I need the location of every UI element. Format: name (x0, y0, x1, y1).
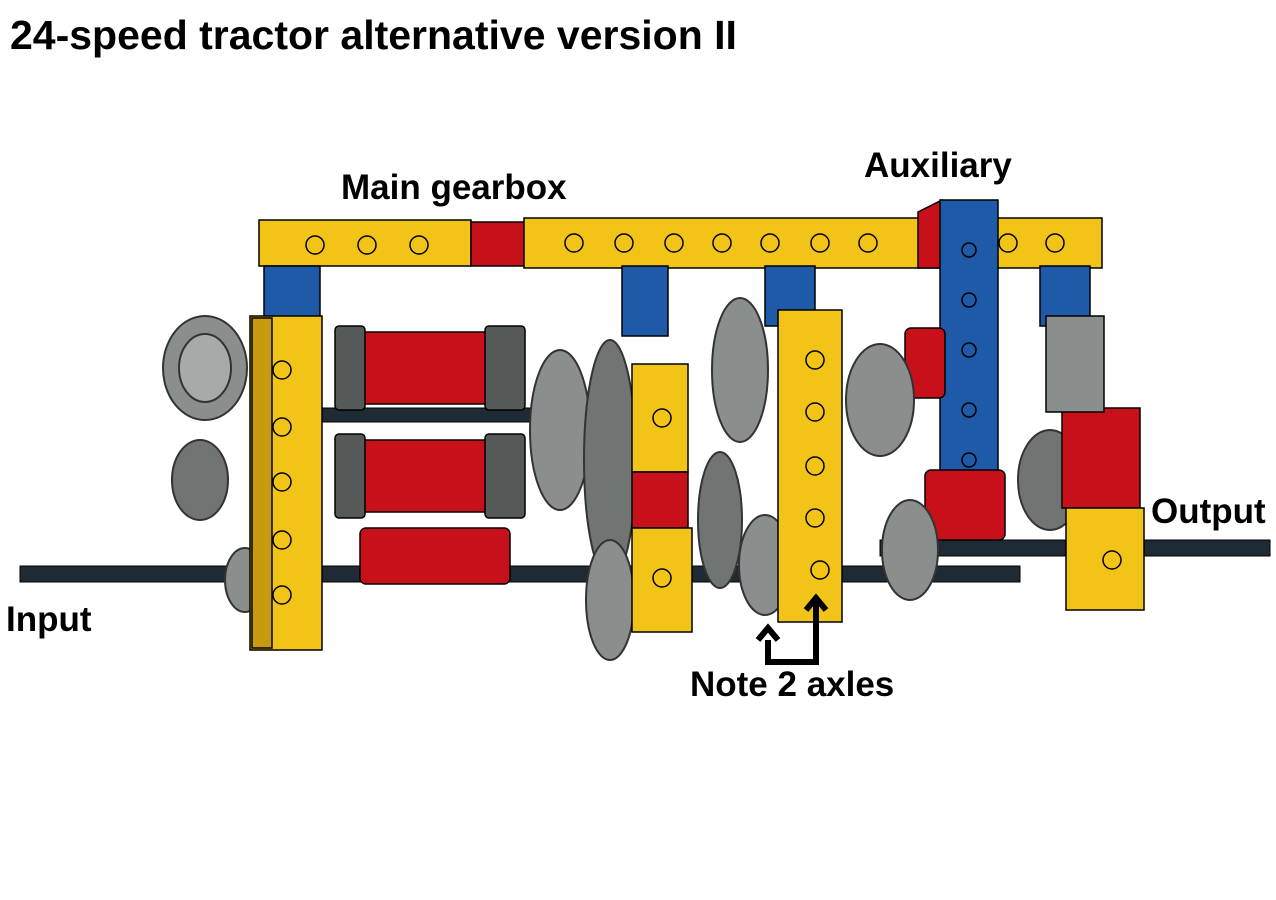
top-frame (258, 217, 1103, 269)
page-title: 24-speed tractor alternative version II (10, 12, 737, 58)
main-gearbox-label: Main gearbox (341, 168, 567, 207)
input-label: Input (6, 600, 92, 639)
note-label: Note 2 axles (690, 665, 895, 704)
yellow-vertical-beams (249, 309, 1145, 651)
auxiliary-label: Auxiliary (864, 146, 1012, 185)
middle-gears (529, 297, 1083, 661)
input-axle (19, 565, 1021, 583)
output-label: Output (1151, 492, 1266, 531)
note-arrows (755, 593, 829, 665)
arrow-left (765, 600, 819, 665)
red-connector-top (470, 221, 526, 267)
beam-holes (305, 233, 1065, 255)
clutch-units (334, 325, 1006, 585)
